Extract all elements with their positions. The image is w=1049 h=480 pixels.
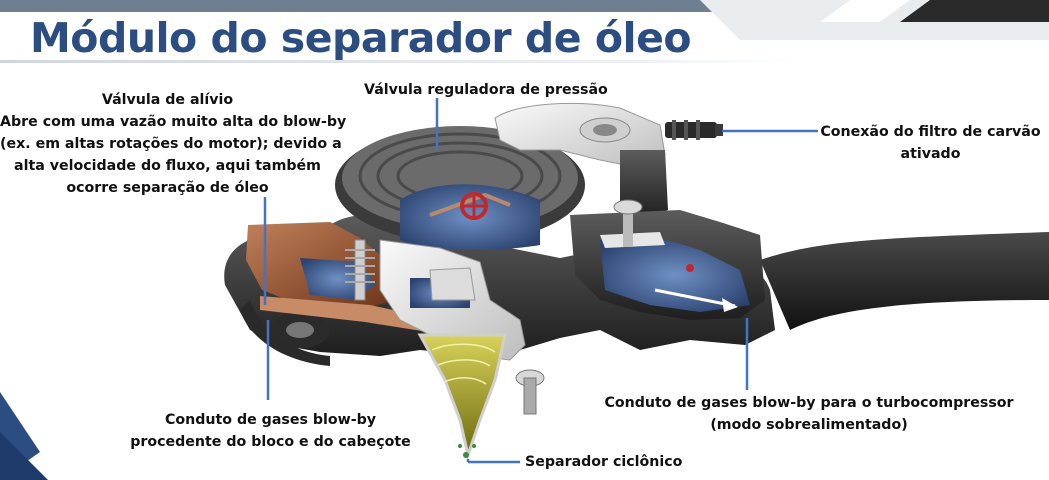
blowby-inlet-line-1: Conduto de gases blow-by	[164, 412, 377, 428]
central-housing	[379, 239, 526, 361]
relief-valve-line-3: alta velocidade do fluxo, aqui também	[14, 158, 321, 174]
relief-valve-stem	[345, 239, 375, 301]
relief-valve-spring	[460, 192, 488, 220]
turbo-duct-chamber	[570, 210, 765, 320]
carbon-filter-line-1: Conexão do filtro de carvão	[820, 124, 1041, 140]
relief-valve-title: Válvula de alívio	[101, 92, 234, 108]
leader-lines	[263, 98, 818, 464]
outlet-hose	[760, 232, 1049, 330]
screw-bottom	[515, 369, 545, 415]
cyclonic-separator	[417, 333, 507, 461]
label-cyclone: Separador ciclônico	[525, 454, 683, 470]
slide-title: Módulo do separador de óleo	[30, 14, 692, 62]
title-underline	[0, 60, 800, 63]
relief-valve-line-2: (ex. em altas rotações do motor); devido…	[0, 136, 342, 152]
label-relief-valve: Válvula de alívio Abre com uma vazão mui…	[0, 89, 347, 199]
header-decoration	[700, 0, 1049, 40]
label-turbo-duct: Conduto de gases blow-by para o turbocom…	[604, 392, 1014, 436]
turbo-duct-line-1: Conduto de gases blow-by para o turbocom…	[604, 395, 1014, 411]
relief-valve-line-1: Abre com uma vazão muito alta do blow-by	[0, 114, 347, 130]
corner-decoration	[0, 392, 48, 480]
label-carbon-filter: Conexão do filtro de carvão ativado	[818, 121, 1043, 165]
blowby-inlet-line-2: procedente do bloco e do cabeçote	[130, 434, 411, 450]
label-blowby-inlet: Conduto de gases blow-by procedente do b…	[128, 409, 413, 453]
turbo-duct-line-2: (modo sobrealimentado)	[710, 417, 908, 433]
carbon-filter-nozzle	[665, 120, 723, 140]
relief-valve-line-4: ocorre separação de óleo	[66, 180, 269, 196]
screw-right	[613, 199, 643, 247]
carbon-filter-line-2: ativado	[900, 146, 961, 162]
label-pressure-valve: Válvula reguladora de pressão	[364, 82, 608, 98]
